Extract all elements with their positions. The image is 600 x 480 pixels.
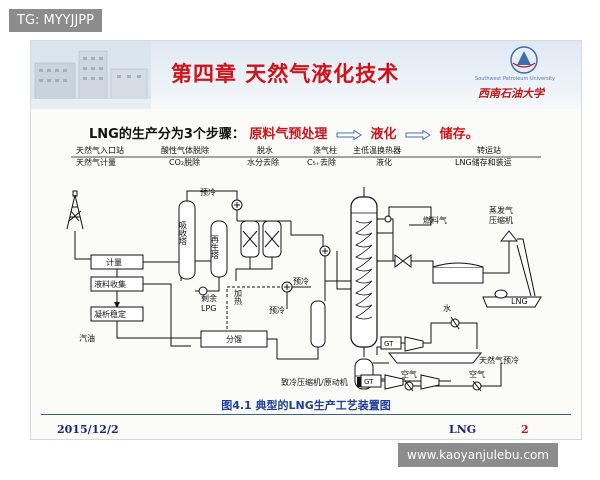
stage-header-top: 天然气入口站 bbox=[76, 145, 124, 155]
surplus-label: 剩余 bbox=[201, 293, 217, 303]
liquid-collection-box: 液料收集 bbox=[90, 276, 144, 292]
stage-header-bottom: LNG储存和装运 bbox=[455, 157, 512, 167]
slide-title: 第四章 天然气液化技术 bbox=[171, 61, 400, 86]
svg-text:加热: 加热 bbox=[234, 288, 243, 306]
gas-turbine-lower: GT bbox=[360, 374, 382, 388]
university-name-en: Southwest Petroleum University bbox=[475, 76, 556, 82]
meter-box: 计量 bbox=[90, 254, 144, 270]
expansion-valve-icon bbox=[394, 254, 412, 268]
wellhead-derrick-icon bbox=[66, 190, 84, 230]
precool-label: 预冷 bbox=[269, 305, 285, 315]
condensate-stabilization-label: 凝析稳定 bbox=[94, 309, 126, 319]
stage-header-bottom: CO₂脱除 bbox=[169, 157, 200, 167]
liquid-collection-label: 液料收集 bbox=[94, 279, 126, 289]
stage-header-top: 主低温换热器 bbox=[353, 145, 401, 155]
boil-off-compressor: 蒸发气 压缩机 bbox=[489, 205, 519, 242]
slide-header: 第四章 天然气液化技术 Southwest Petroleum Universi… bbox=[31, 41, 581, 109]
refrigeration-compressor-label: 致冷压缩机/原动机 bbox=[281, 377, 348, 387]
stage-header-top: 转运站 bbox=[477, 145, 501, 155]
watermark-top: TG: MYYJJPP bbox=[9, 9, 102, 32]
stage-header-top: 脱水 bbox=[257, 145, 273, 155]
campus-photo bbox=[31, 41, 151, 109]
slide: 第四章 天然气液化技术 Southwest Petroleum Universi… bbox=[30, 40, 582, 440]
university-logo bbox=[510, 46, 538, 74]
stage-header-bottom: 液化 bbox=[376, 157, 392, 167]
lng-process-diagram: 天然气入口站 天然气计量 酸性气体脱除 CO₂脱除 脱水 水分去除 涤气柱 C₅… bbox=[66, 145, 542, 392]
lng-carrier-ship: LNG bbox=[482, 289, 542, 308]
step-storage: 储存。 bbox=[439, 127, 479, 142]
water-label: 水 bbox=[443, 303, 451, 313]
gasoline-label: 汽油 bbox=[79, 333, 95, 343]
stage-header-bottom: 水分去除 bbox=[247, 157, 279, 167]
university-name-cn: 西南石油大学 bbox=[478, 87, 544, 100]
stage-header-top: 涤气柱 bbox=[313, 145, 337, 155]
boil-off-label: 蒸发气 bbox=[489, 205, 513, 215]
compressor-upper bbox=[404, 336, 424, 352]
lng-ship-label: LNG bbox=[511, 297, 528, 306]
arrow-icon bbox=[336, 129, 362, 140]
footer-title: LNG bbox=[449, 423, 477, 436]
precool-label: 预冷 bbox=[293, 276, 309, 286]
stage-header-top: 酸性气体脱除 bbox=[161, 145, 209, 155]
step-liquefaction: 液化 bbox=[370, 127, 397, 142]
loading-arm bbox=[516, 238, 536, 297]
heater-label: 加热 bbox=[234, 288, 243, 306]
svg-text:GT: GT bbox=[364, 378, 374, 386]
regenerator-tower: 再生塔 bbox=[210, 220, 228, 278]
absorber-tower: 吸收塔 bbox=[178, 200, 196, 280]
main-cryogenic-heat-exchanger bbox=[350, 196, 378, 348]
precool-label: 预冷 bbox=[200, 187, 216, 197]
refrigeration-compressor-row: 致冷压缩机/原动机 GT bbox=[281, 374, 451, 390]
condensate-stabilization-box: 凝析稳定 bbox=[90, 306, 144, 322]
air-label: 空气 bbox=[401, 369, 417, 379]
ng-precool-label: 天然气预冷 bbox=[479, 355, 519, 365]
svg-text:再生塔: 再生塔 bbox=[211, 235, 220, 260]
step-pretreatment: 原料气预处理 bbox=[249, 127, 328, 142]
meter-label: 计量 bbox=[106, 257, 122, 267]
gas-turbine-upper: GT bbox=[380, 336, 402, 350]
arrow-icon bbox=[405, 129, 431, 140]
figure-caption: 图4.1 典型的LNG生产工艺装置图 bbox=[221, 399, 391, 412]
scrubber-column bbox=[310, 300, 326, 348]
footer-divider bbox=[41, 414, 571, 415]
svg-text:吸收塔: 吸收塔 bbox=[179, 221, 188, 246]
fractionation-box: 分馏 bbox=[200, 330, 268, 348]
steps-lead: LNG的生产分为3个步骤： bbox=[89, 127, 245, 142]
stage-headers: 天然气入口站 天然气计量 酸性气体脱除 CO₂脱除 脱水 水分去除 涤气柱 C₅… bbox=[71, 145, 541, 167]
compressor-lower bbox=[384, 374, 440, 390]
steps-line: LNG的生产分为3个步骤： 原料气预处理 液化 储存。 bbox=[89, 123, 479, 142]
svg-text:GT: GT bbox=[384, 340, 394, 348]
fractionation-label: 分馏 bbox=[226, 334, 242, 344]
boil-off-compressor-label: 压缩机 bbox=[489, 215, 513, 225]
watermark-bottom: www.kaoyanjulebu.com bbox=[398, 443, 558, 467]
lpg-label: LPG bbox=[201, 304, 216, 313]
air-label: 空气 bbox=[469, 369, 485, 379]
stage-header-bottom: C₅₊去除 bbox=[307, 157, 336, 167]
lng-storage-tank bbox=[432, 262, 484, 284]
water-cooler: 水 bbox=[443, 303, 460, 330]
fuel-gas-label: 燃料气 bbox=[423, 215, 447, 225]
footer-date: 2015/12/2 bbox=[57, 423, 119, 436]
dehydration-dryers bbox=[240, 220, 282, 258]
page-number: 2 bbox=[521, 423, 529, 436]
precool-exchanger bbox=[387, 352, 483, 364]
stage-header-bottom: 天然气计量 bbox=[76, 157, 116, 167]
